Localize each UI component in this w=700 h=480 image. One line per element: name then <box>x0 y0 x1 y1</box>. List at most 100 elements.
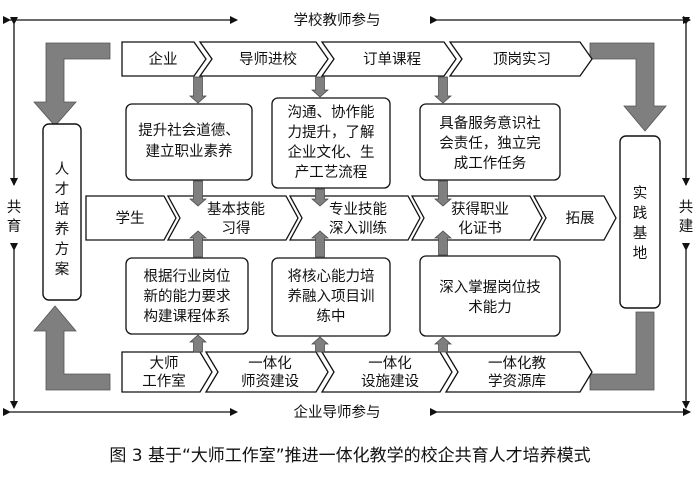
lower-box-core-ability-line-2: 养融入项目训 <box>288 288 375 305</box>
upper-box-communication-line-1: 沟通、协作能 <box>288 104 375 121</box>
lower-box-curriculum <box>125 257 249 335</box>
teaching-resources-line-2: 学资源库 <box>488 373 546 390</box>
upper-box-service-line-1: 具备服务意识社 <box>439 114 541 132</box>
chevron-professional-skills <box>288 195 421 241</box>
chevron-extension-label: 拓展 <box>566 210 595 227</box>
talent-plan-text: 人 才 培 养 方 案 <box>55 161 70 278</box>
left-label-char-2: 育 <box>7 218 22 235</box>
thick-flow-arrows <box>33 42 667 391</box>
practice-base-char-3: 基 <box>633 225 648 242</box>
arrow-upper-to-middle-1 <box>189 180 207 207</box>
basic-skills-line-2: 习得 <box>222 220 251 237</box>
integrated-facilities-line-2: 设施建设 <box>361 373 419 390</box>
arrow-top-to-upper-1 <box>189 76 207 104</box>
master-studio-line-2: 工作室 <box>142 373 186 390</box>
lower-box-core-ability-line-1: 将核心能力培 <box>288 268 375 285</box>
lower-box-technical-line-1: 深入掌握岗位技 <box>439 279 541 296</box>
upper-box-ethics <box>125 103 253 181</box>
thick-arrow-bottom-left <box>33 305 111 391</box>
arrow-top-to-upper-2 <box>311 76 329 98</box>
lower-box-technical-line-2: 术能力 <box>468 299 512 316</box>
lower-box-curriculum-line-3: 构建课程体系 <box>144 308 231 325</box>
professional-skills-line-1: 专业技能 <box>329 201 387 218</box>
small-connector-arrows <box>189 76 452 353</box>
upper-box-communication-line-3: 企业文化、生 <box>288 143 375 161</box>
integrated-faculty-line-1: 一体化 <box>248 355 292 372</box>
talent-plan-char-6: 案 <box>55 260 70 278</box>
arrow-bottom-to-lower-3 <box>434 336 452 353</box>
chevron-enterprise-label: 企业 <box>149 50 178 68</box>
arrow-upper-to-middle-3 <box>434 180 452 207</box>
middle-chevron-row <box>85 195 617 241</box>
chevron-enterprise <box>121 41 207 77</box>
chevron-master-studio <box>121 351 213 393</box>
chevron-certificate <box>410 195 543 241</box>
thick-arrow-top-right <box>589 42 667 132</box>
professional-skills-line-2: 深入训练 <box>329 220 387 237</box>
thick-arrow-top-left <box>33 42 111 127</box>
upper-boxes <box>125 97 561 189</box>
arrow-lower-to-middle-1 <box>189 230 207 258</box>
chevron-order-courses <box>320 41 457 77</box>
practice-base-text: 实 践 基 地 <box>633 185 648 262</box>
upper-box-ethics-line-1: 提升社会道德、 <box>138 122 240 139</box>
lower-box-core-ability <box>271 257 391 337</box>
basic-skills-line-1: 基本技能 <box>207 201 265 218</box>
talent-plan-box <box>42 123 82 301</box>
upper-box-communication-line-4: 产工艺流程 <box>295 164 368 181</box>
arrow-lower-to-middle-3 <box>434 230 452 256</box>
bottom-chevron-row <box>121 351 593 393</box>
chevron-basic-skills <box>166 195 299 241</box>
chevron-internship-label: 顶岗实习 <box>493 51 551 68</box>
practice-base-char-2: 践 <box>633 205 648 222</box>
lower-box-core-ability-line-3: 练中 <box>317 308 346 325</box>
master-studio-line-1: 大师 <box>150 355 179 372</box>
arrow-top-to-upper-3 <box>434 76 452 104</box>
upper-box-communication-line-2: 力提升，了解 <box>288 124 375 141</box>
talent-plan-char-1: 人 <box>55 161 70 178</box>
top-participation-label: 学校教师参与 <box>294 12 381 29</box>
arrow-bottom-to-lower-1 <box>189 334 207 353</box>
outer-frame <box>3 16 691 416</box>
chevron-internship <box>448 41 593 77</box>
arrow-upper-to-middle-2 <box>311 188 329 207</box>
chevron-mentor-in-school <box>198 41 329 77</box>
integrated-facilities-line-1: 一体化 <box>368 355 412 372</box>
chevron-order-courses-label: 订单课程 <box>363 51 421 68</box>
practice-base-box <box>619 135 661 309</box>
lower-box-curriculum-line-1: 根据行业岗位 <box>144 268 231 285</box>
top-chevron-row <box>121 41 593 77</box>
chevron-student <box>85 195 177 241</box>
upper-box-service <box>419 103 561 181</box>
talent-plan-char-4: 养 <box>55 221 70 238</box>
teaching-resources-line-1: 一体化教 <box>488 355 546 372</box>
upper-box-service-line-2: 会责任，独立完 <box>439 135 541 152</box>
practice-base-char-4: 地 <box>633 245 648 262</box>
arrow-bottom-to-lower-2 <box>311 336 329 353</box>
chevron-student-label: 学生 <box>116 210 145 227</box>
talent-plan-char-2: 才 <box>55 181 70 198</box>
integrated-faculty-line-2: 师资建设 <box>241 373 299 390</box>
bottom-participation-label: 企业导师参与 <box>294 403 381 421</box>
talent-plan-char-5: 方 <box>55 241 70 258</box>
upper-box-service-line-3: 成工作任务 <box>454 155 527 172</box>
lower-box-technical <box>419 255 561 337</box>
upper-box-ethics-line-2: 建立职业素养 <box>146 143 233 160</box>
lower-boxes <box>125 255 561 337</box>
lower-box-curriculum-line-2: 新的能力要求 <box>144 288 231 305</box>
chevron-mentor-in-school-label: 导师进校 <box>239 51 297 68</box>
arrow-lower-to-middle-2 <box>311 230 329 258</box>
practice-base-char-1: 实 <box>633 185 648 202</box>
talent-plan-char-3: 培 <box>55 201 70 218</box>
figure-caption: 图 3 基于“大师工作室”推进一体化教学的校企共育人才培养模式 <box>109 446 590 466</box>
chevron-extension <box>532 195 617 241</box>
upper-box-communication <box>271 97 391 189</box>
right-label-char-1: 共 <box>679 199 694 216</box>
left-label-char-1: 共 <box>7 199 22 216</box>
certificate-line-2: 化证书 <box>458 220 502 237</box>
certificate-line-1: 获得职业 <box>451 201 509 218</box>
right-label-char-2: 建 <box>679 218 694 235</box>
chevron-teaching-resources <box>444 351 593 393</box>
